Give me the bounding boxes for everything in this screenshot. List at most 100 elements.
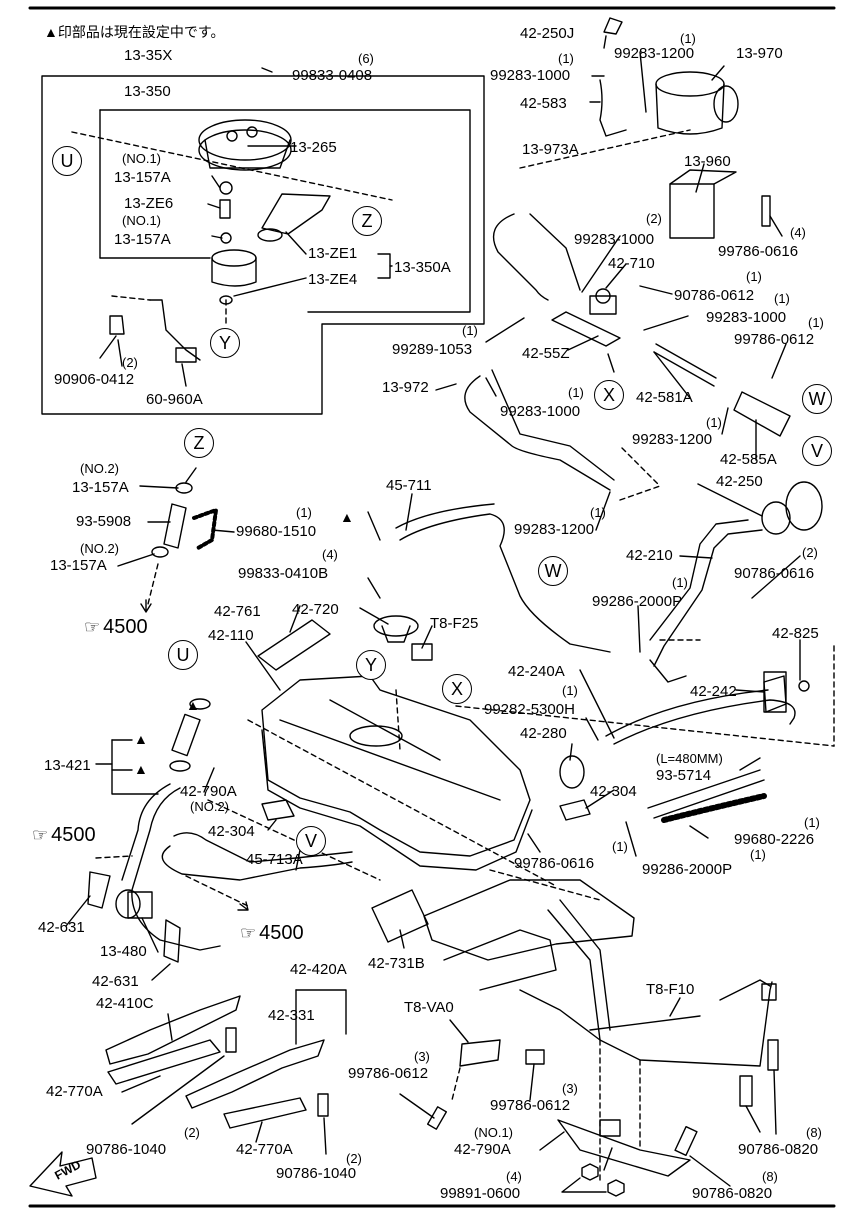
part-99786-0616-b[interactable]: 99786-0616 (514, 855, 595, 872)
part-42-631-b[interactable]: 42-631 (92, 973, 139, 990)
part-42-331[interactable]: 42-331 (268, 1007, 315, 1024)
part-13-157A-no1-a[interactable]: 13-157A (114, 169, 171, 186)
part-99680-2226[interactable]: 99680-2226 (734, 831, 815, 848)
part-42-304-left[interactable]: 42-304 (208, 823, 255, 840)
part-13-265[interactable]: 13-265 (290, 139, 337, 156)
part-42-250J[interactable]: 42-250J (520, 25, 575, 42)
part-90786-1040-right[interactable]: 90786-1040 (276, 1165, 357, 1182)
qty-label: (1) (680, 31, 696, 46)
part-93-5714[interactable]: 93-5714 (656, 767, 712, 784)
part-99286-2000P-a[interactable]: 99286-2000P (592, 593, 683, 610)
part-42-240A[interactable]: 42-240A (508, 663, 565, 680)
part-99283-1000-c[interactable]: 99283-1000 (706, 309, 787, 326)
part-99891-0600[interactable]: 99891-0600 (440, 1185, 521, 1202)
part-42-583[interactable]: 42-583 (520, 95, 567, 112)
part-99283-1000-b[interactable]: 99283-1000 (574, 231, 655, 248)
part-90786-1040-left[interactable]: 90786-1040 (86, 1141, 167, 1158)
part-99282-5300H[interactable]: 99282-5300H (484, 701, 575, 718)
part-99283-1200-a[interactable]: 99283-1200 (614, 45, 695, 62)
part-42-770A-middle[interactable]: 42-770A (236, 1141, 293, 1158)
part-42-790A-no2[interactable]: 42-790A (180, 783, 237, 800)
part-13-973A[interactable]: 13-973A (522, 141, 579, 158)
part-42-581A[interactable]: 42-581A (636, 389, 693, 406)
part-42-585A[interactable]: 42-585A (720, 451, 777, 468)
part-13-972[interactable]: 13-972 (382, 379, 429, 396)
qty-label: (2) (346, 1151, 362, 1166)
part-99786-0616-a[interactable]: 99786-0616 (718, 243, 799, 260)
part-99833-0408[interactable]: 99833-0408 (292, 67, 373, 84)
part-42-731B[interactable]: 42-731B (368, 955, 425, 972)
part-42-710[interactable]: 42-710 (608, 255, 655, 272)
part-99286-2000P-b[interactable]: 99286-2000P (642, 861, 733, 878)
pointing-hand-icon: ☞ (84, 617, 101, 637)
part-T8-F25[interactable]: T8-F25 (430, 615, 479, 632)
part-T8-F10[interactable]: T8-F10 (646, 981, 695, 998)
part-42-825[interactable]: 42-825 (772, 625, 819, 642)
part-13-350A[interactable]: 13-350A (394, 259, 451, 276)
part-42-410C[interactable]: 42-410C (96, 995, 154, 1012)
part-42-280[interactable]: 42-280 (520, 725, 567, 742)
part-99283-1200-b[interactable]: 99283-1200 (632, 431, 713, 448)
part-13-970[interactable]: 13-970 (736, 45, 783, 62)
part-99786-0612-left[interactable]: 99786-0612 (348, 1065, 429, 1082)
qty-label: (2) (184, 1125, 200, 1140)
part-42-304-right[interactable]: 42-304 (590, 783, 637, 800)
qty-label: (1) (568, 385, 584, 400)
qty-label: (1) (562, 683, 578, 698)
part-42-770A-left[interactable]: 42-770A (46, 1083, 103, 1100)
part-99283-1200-c[interactable]: 99283-1200 (514, 521, 595, 538)
part-42-761[interactable]: 42-761 (214, 603, 261, 620)
callout-x: X (594, 380, 624, 410)
part-93-5908[interactable]: 93-5908 (76, 513, 132, 530)
part-13-960[interactable]: 13-960 (684, 153, 731, 170)
qty-label: (NO.2) (190, 799, 229, 814)
part-99680-1510[interactable]: 99680-1510 (236, 523, 317, 540)
part-42-631-a[interactable]: 42-631 (38, 919, 85, 936)
part-90786-0616[interactable]: 90786-0616 (734, 565, 815, 582)
part-45-713A[interactable]: 45-713A (246, 851, 303, 868)
part-42-420A[interactable]: 42-420A (290, 961, 347, 978)
part-T8-VA0[interactable]: T8-VA0 (404, 999, 454, 1016)
part-13-350[interactable]: 13-350 (124, 83, 171, 100)
part-42-110[interactable]: 42-110 (208, 627, 254, 644)
ref-4500-middle[interactable]: ☞4500 (32, 824, 96, 846)
part-42-250[interactable]: 42-250 (716, 473, 763, 490)
part-13-157A-no2-b[interactable]: 13-157A (50, 557, 107, 574)
part-99786-0612[interactable]: 99786-0612 (734, 331, 815, 348)
callout-w: W (802, 384, 832, 414)
callout-v: V (802, 436, 832, 466)
part-42-55Z[interactable]: 42-55Z (522, 345, 570, 362)
part-13-421[interactable]: 13-421 (44, 757, 91, 774)
pending-triangle-icon: ▲ (134, 763, 148, 778)
qty-label: (1) (672, 575, 688, 590)
part-13-157A-no2-a[interactable]: 13-157A (72, 479, 129, 496)
part-99283-1000-a[interactable]: 99283-1000 (490, 67, 571, 84)
part-13-ZE1[interactable]: 13-ZE1 (308, 245, 358, 262)
ref-4500-lower[interactable]: ☞4500 (240, 922, 304, 944)
qty-label: (3) (562, 1081, 578, 1096)
part-45-711[interactable]: 45-711 (386, 477, 432, 494)
part-42-242[interactable]: 42-242 (690, 683, 737, 700)
part-99289-1053[interactable]: 99289-1053 (392, 341, 473, 358)
ref-4500-upper[interactable]: ☞4500 (84, 616, 148, 638)
part-60-960A[interactable]: 60-960A (146, 391, 203, 408)
part-13-157A-no1-b[interactable]: 13-157A (114, 231, 171, 248)
part-42-790A-no1[interactable]: 42-790A (454, 1141, 511, 1158)
part-90786-0612-a[interactable]: 90786-0612 (674, 287, 755, 304)
part-13-ZE4[interactable]: 13-ZE4 (308, 271, 358, 288)
part-42-720[interactable]: 42-720 (292, 601, 339, 618)
part-13-35X[interactable]: 13-35X (124, 47, 173, 64)
part-90906-0412[interactable]: 90906-0412 (54, 371, 135, 388)
callout-w-lower: W (538, 556, 568, 586)
qty-label: (1) (774, 291, 790, 306)
part-90786-0820-lower[interactable]: 90786-0820 (692, 1185, 773, 1202)
part-90786-0820-upper[interactable]: 90786-0820 (738, 1141, 819, 1158)
part-99786-0612-right[interactable]: 99786-0612 (490, 1097, 571, 1114)
part-99833-0410B[interactable]: 99833-0410B (238, 565, 329, 582)
part-13-ZE6[interactable]: 13-ZE6 (124, 195, 174, 212)
qty-label: (4) (506, 1169, 522, 1184)
part-13-480[interactable]: 13-480 (100, 943, 147, 960)
part-99283-1000-d[interactable]: 99283-1000 (500, 403, 581, 420)
part-42-210[interactable]: 42-210 (626, 547, 673, 564)
